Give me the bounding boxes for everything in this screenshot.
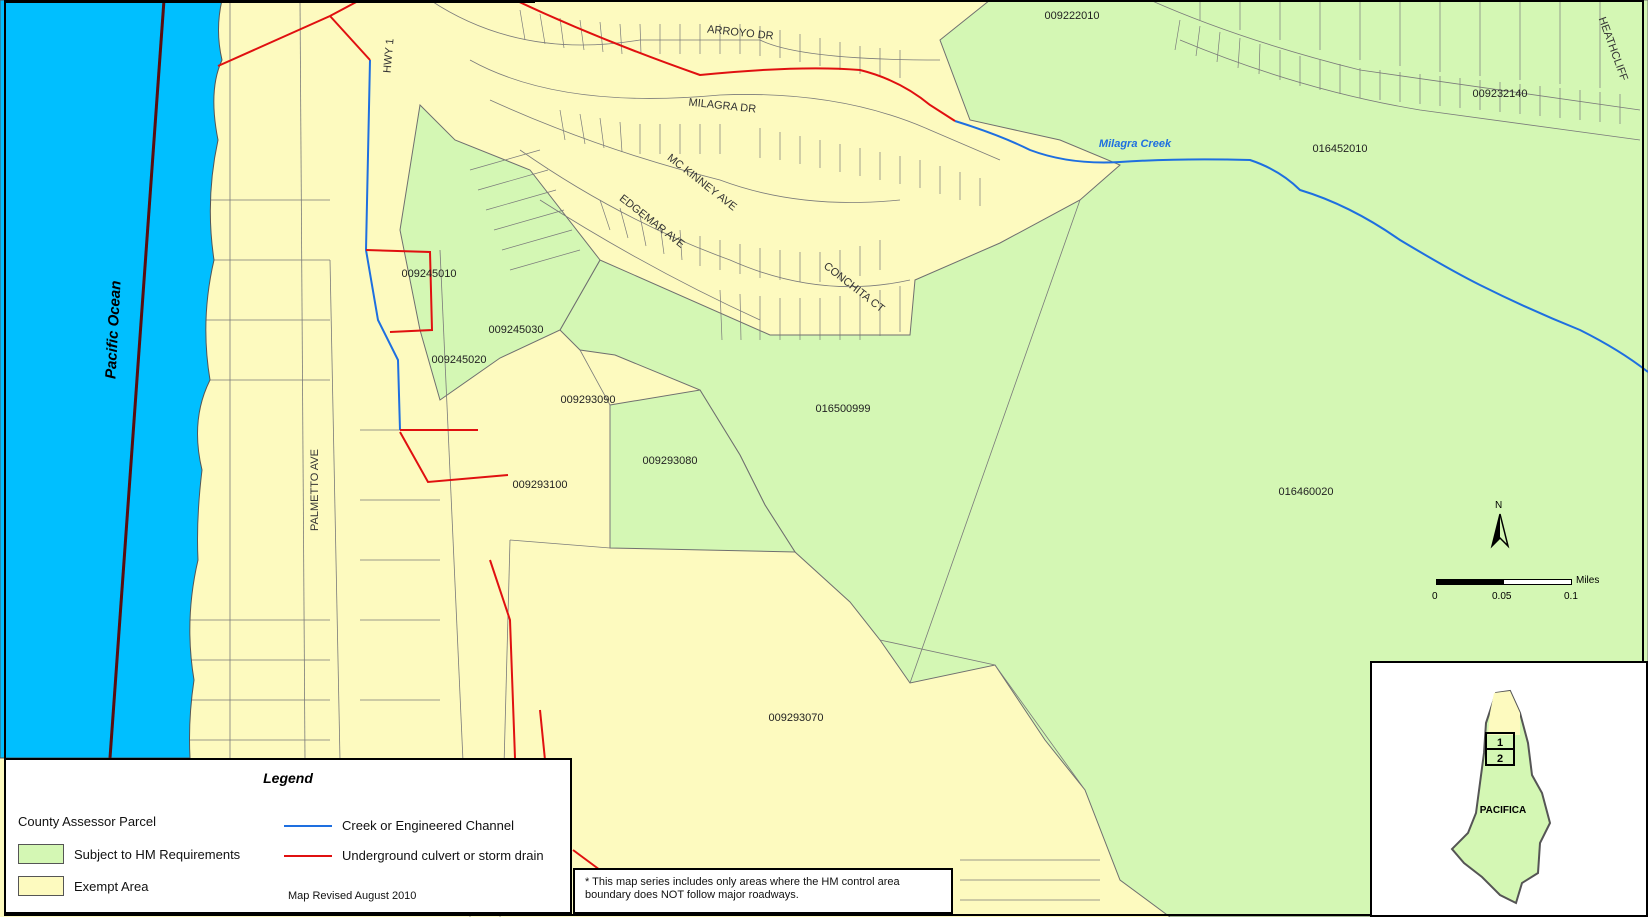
legend-label-subject: Subject to HM Requirements <box>74 846 241 862</box>
ocean-label: Pacific Ocean <box>102 280 124 379</box>
north-arrow-icon <box>1490 513 1510 549</box>
legend-item-culvert: Underground culvert or storm drain <box>284 848 544 863</box>
inset-city-label: PACIFICA <box>1480 805 1526 816</box>
green-parcel-009245 <box>399 103 601 401</box>
scale-bar: Miles 0 0.05 0.1 <box>1432 575 1622 615</box>
milagra-creek <box>954 120 1648 373</box>
map-frame <box>4 0 1644 916</box>
north-arrow: N <box>1488 500 1512 550</box>
north-label: N <box>1495 500 1503 511</box>
scale-tick-2: 0.1 <box>1564 591 1578 602</box>
map-note: * This map series includes only areas wh… <box>573 868 953 914</box>
legend-item-creek: Creek or Engineered Channel <box>284 818 514 833</box>
legend-item-subject: Subject to HM Requirements <box>18 844 240 864</box>
lot-ticks <box>469 0 1621 341</box>
legend-panel: Legend County Assessor Parcel Subject to… <box>4 758 572 914</box>
parcel-009222010: 009222010 <box>1044 10 1099 22</box>
legend-title: Legend <box>263 770 313 786</box>
parcel-009245030: 009245030 <box>488 324 543 336</box>
parcel-016500999: 016500999 <box>815 403 870 415</box>
legend-swatch-exempt <box>18 876 64 896</box>
legend-heading: County Assessor Parcel <box>18 814 157 829</box>
boundary-line <box>108 0 166 759</box>
inset-box-2-label: 2 <box>1497 753 1503 765</box>
top-title-strip <box>5 0 535 3</box>
road-palmetto: PALMETTO AVE <box>309 449 321 531</box>
inset-north-shape <box>1488 691 1520 735</box>
parcel-016460020: 016460020 <box>1278 486 1333 498</box>
scale-bar-track <box>1436 579 1572 585</box>
road-hwy1: HWY 1 <box>382 38 397 74</box>
parcel-009245010: 009245010 <box>401 268 456 280</box>
inset-city-shape <box>1450 689 1552 905</box>
legend-label-exempt: Exempt Area <box>74 878 149 894</box>
parcel-009293100: 009293100 <box>512 479 567 491</box>
ocean <box>0 0 223 759</box>
legend-item-exempt: Exempt Area <box>18 876 148 896</box>
scale-tick-0: 0 <box>1432 591 1438 602</box>
parcel-009293070: 009293070 <box>768 712 823 724</box>
legend-swatch-subject <box>18 844 64 864</box>
parcel-009293080: 009293080 <box>642 455 697 467</box>
scale-tick-1: 0.05 <box>1492 591 1512 602</box>
parcel-016452010: 016452010 <box>1312 143 1367 155</box>
scale-bar-fill <box>1437 580 1504 584</box>
lot-lines <box>185 0 1641 917</box>
legend-label-creek: Creek or Engineered Channel <box>342 818 514 833</box>
map-revised-label: Map Revised August 2010 <box>288 890 417 902</box>
culverts <box>217 0 956 871</box>
inset-locator: 1 2 PACIFICA <box>1370 661 1648 917</box>
parcel-009232140: 009232140 <box>1472 88 1527 100</box>
inset-map: 1 2 PACIFICA <box>1450 689 1552 905</box>
legend-line-creek <box>284 824 332 827</box>
creek-channel-west <box>364 59 401 431</box>
legend-label-culvert: Underground culvert or storm drain <box>342 848 544 863</box>
parcel-009293090: 009293090 <box>560 394 615 406</box>
scale-unit: Miles <box>1576 575 1600 586</box>
legend-line-culvert <box>284 854 332 857</box>
parcel-009245020: 009245020 <box>431 354 486 366</box>
creek-label: Milagra Creek <box>1099 138 1172 150</box>
inset-box-2 <box>1485 748 1515 766</box>
inset-box-1-label: 1 <box>1497 737 1503 749</box>
